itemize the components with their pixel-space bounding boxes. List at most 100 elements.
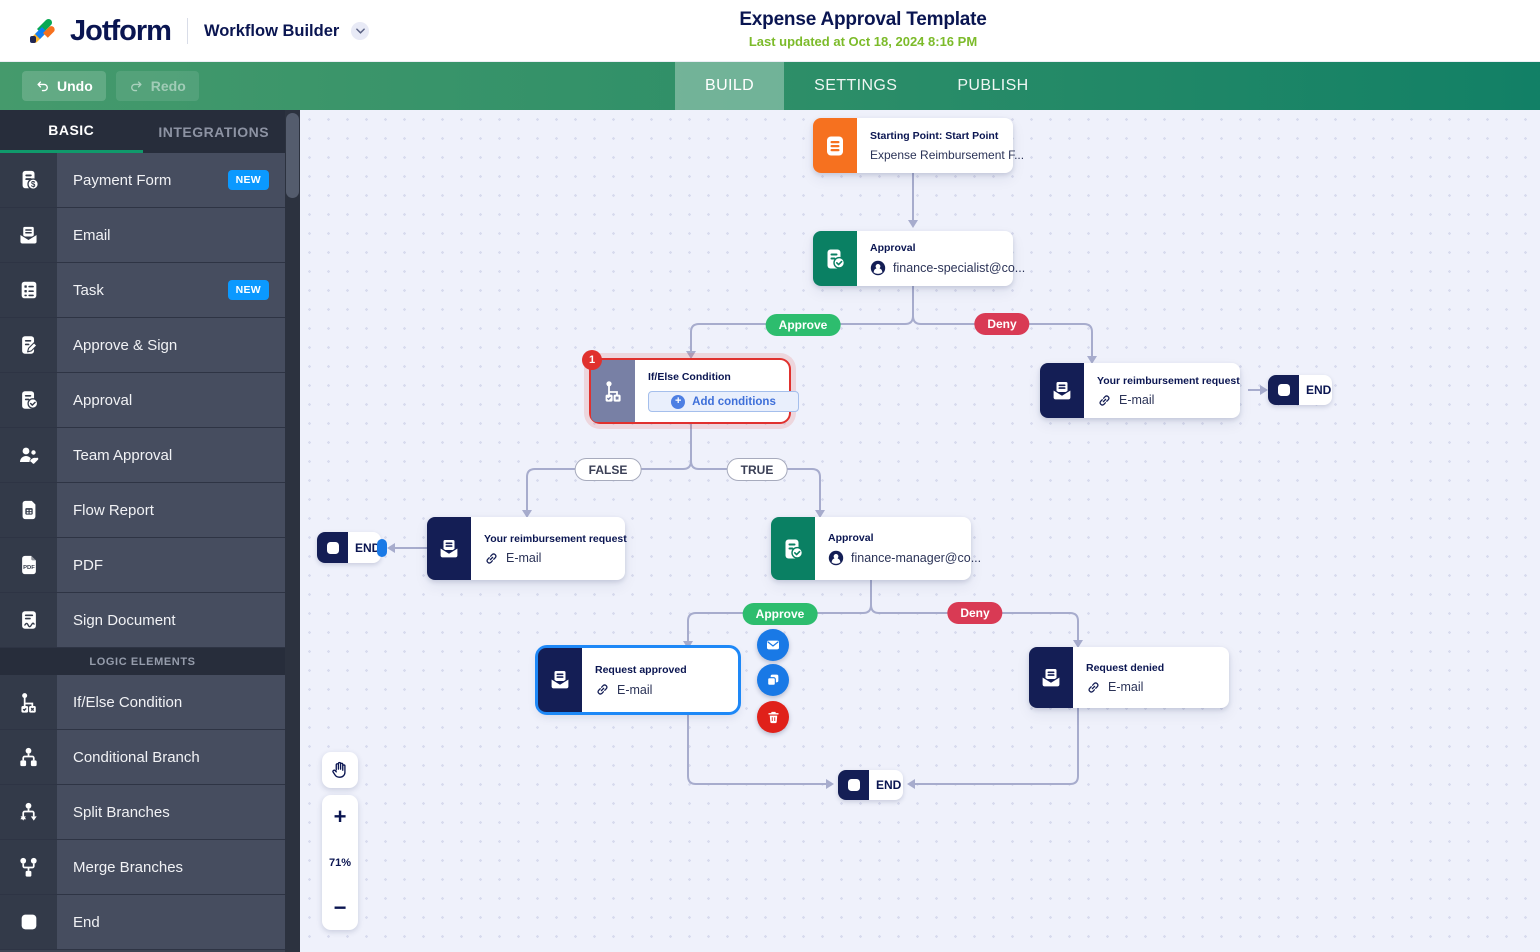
node-title: Approval [828, 532, 874, 544]
undo-label: Undo [57, 78, 93, 94]
edge-label-true: TRUE [726, 458, 788, 481]
action-type: E-mail [1119, 393, 1155, 407]
product-name: Workflow Builder [203, 21, 340, 40]
sidebar-item-label: Split Branches [73, 803, 170, 821]
sidebar-tab-basic[interactable]: BASIC [0, 110, 143, 153]
node-title: Your reimbursement request [484, 532, 627, 545]
node-email-reimbursement-false[interactable]: Your reimbursement request E-mail [427, 517, 627, 580]
node-title: Starting Point: Start Point [870, 130, 999, 142]
node-title: Approval [870, 242, 916, 254]
sidebar-item-label: Approval [73, 391, 133, 409]
conditional-branch-icon [20, 747, 37, 766]
end-node[interactable]: END [317, 532, 381, 563]
sidebar-item-label: Task [73, 281, 104, 299]
node-start-point[interactable]: Starting Point: Start Point Expense Reim… [813, 118, 1024, 173]
approval-icon [771, 517, 815, 580]
node-email-reimbursement-deny[interactable]: Your reimbursement request E-mail [1040, 363, 1240, 418]
sidebar-item-label: Payment Form [73, 171, 172, 189]
sidebar-item-approve-sign[interactable]: Approve & Sign [0, 318, 285, 373]
redo-button[interactable]: Redo [115, 71, 199, 101]
hand-icon [332, 761, 346, 778]
zoom-in-button[interactable]: + [333, 804, 347, 829]
connection-handle[interactable] [377, 539, 387, 557]
jotform-logo-icon[interactable] [26, 15, 58, 47]
add-conditions-button[interactable]: + Add conditions [648, 391, 799, 412]
node-title: Request denied [1086, 661, 1165, 674]
sidebar-item-split-branches[interactable]: Split Branches [0, 785, 285, 840]
sidebar-item-merge-branches[interactable]: Merge Branches [0, 840, 285, 895]
pan-tool-button[interactable] [322, 752, 358, 788]
end-node[interactable]: END [838, 770, 903, 800]
email-icon [427, 517, 471, 580]
sidebar-item-pdf[interactable]: PDF PDF [0, 538, 285, 593]
last-updated-label: Last updated at Oct 18, 2024 8:16 PM [748, 34, 978, 49]
tab-settings[interactable]: SETTINGS [814, 77, 898, 94]
sidebar-scrollbar-thumb[interactable] [286, 113, 299, 198]
ifelse-icon [21, 692, 36, 713]
redo-icon [130, 80, 142, 91]
split-branches-icon [20, 802, 37, 821]
sidebar-item-conditional-branch[interactable]: Conditional Branch [0, 730, 285, 785]
sidebar-item-team-approval[interactable]: Team Approval [0, 428, 285, 483]
email-icon [538, 648, 582, 712]
elements-sidebar: BASIC INTEGRATIONS $ Payment Form NEW Em… [0, 110, 300, 952]
end-label: END [876, 778, 902, 792]
edge-label-false: FALSE [574, 458, 642, 481]
divider [186, 18, 188, 44]
send-test-email-button[interactable] [757, 629, 789, 661]
redo-label: Redo [150, 78, 186, 94]
form-icon [813, 118, 857, 173]
sidebar-item-approval[interactable]: Approval [0, 373, 285, 428]
merge-branches-icon [20, 857, 37, 877]
error-count-badge: 1 [582, 350, 602, 370]
node-request-approved[interactable]: Request approved E-mail [538, 648, 738, 712]
delete-button[interactable] [757, 701, 789, 733]
sidebar-tab-integrations[interactable]: INTEGRATIONS [158, 123, 270, 140]
chevron-down-icon [356, 28, 365, 34]
sidebar-item-label: PDF [73, 556, 103, 574]
plus-icon: + [671, 394, 686, 409]
team-approval-icon [19, 447, 39, 464]
edge-label-deny: Deny [947, 602, 1003, 624]
undo-button[interactable]: Undo [22, 71, 106, 101]
action-type: E-mail [1108, 680, 1144, 694]
email-icon [1029, 647, 1073, 708]
sidebar-item-ifelse-condition[interactable]: If/Else Condition [0, 675, 285, 730]
builder-mode-tabs: BUILD SETTINGS PUBLISH [675, 62, 1059, 110]
end-node[interactable]: END [1268, 375, 1332, 405]
edge-label-deny: Deny [974, 313, 1030, 335]
svg-text:$: $ [30, 180, 35, 189]
undo-icon [37, 80, 48, 91]
end-label: END [1306, 383, 1332, 397]
end-icon [317, 532, 348, 563]
svg-text:PDF: PDF [23, 565, 35, 571]
node-approval-manager[interactable]: Approval finance-manager@co... [771, 517, 981, 580]
tab-build[interactable]: BUILD [675, 62, 785, 110]
node-request-denied[interactable]: Request denied E-mail [1029, 647, 1229, 708]
action-type: E-mail [506, 551, 542, 565]
zoom-out-button[interactable]: − [333, 895, 347, 920]
flow-report-icon [22, 500, 35, 520]
sidebar-item-sign-document[interactable]: Sign Document [0, 593, 285, 648]
sidebar-item-email[interactable]: Email [0, 208, 285, 263]
node-ifelse-condition[interactable]: 1 If/Else Condition + Add conditions [582, 350, 799, 422]
sidebar-item-task[interactable]: Task NEW [0, 263, 285, 318]
node-title: Request approved [595, 664, 687, 676]
approval-icon [813, 231, 857, 286]
sidebar-item-payment-form[interactable]: $ Payment Form NEW [0, 153, 285, 208]
sidebar-item-end[interactable]: End [0, 895, 285, 950]
app-header: Jotform Workflow Builder Expense Approva… [0, 0, 1540, 62]
avatar-icon [870, 260, 886, 276]
node-approval-specialist[interactable]: Approval finance-specialist@co... [813, 231, 1025, 286]
sidebar-item-flow-report[interactable]: Flow Report [0, 483, 285, 538]
email-icon [1040, 363, 1084, 418]
trash-icon [768, 711, 778, 723]
workflow-canvas[interactable]: Approve Deny FALSE TRUE Approve Deny Sta… [300, 110, 1540, 952]
product-switcher-button[interactable] [351, 22, 370, 40]
task-icon [21, 281, 36, 299]
edge-label-approve: Approve [742, 603, 818, 625]
node-title: If/Else Condition [648, 371, 731, 383]
duplicate-button[interactable] [757, 664, 789, 696]
approve-sign-icon [21, 336, 37, 354]
tab-publish[interactable]: PUBLISH [957, 77, 1029, 94]
